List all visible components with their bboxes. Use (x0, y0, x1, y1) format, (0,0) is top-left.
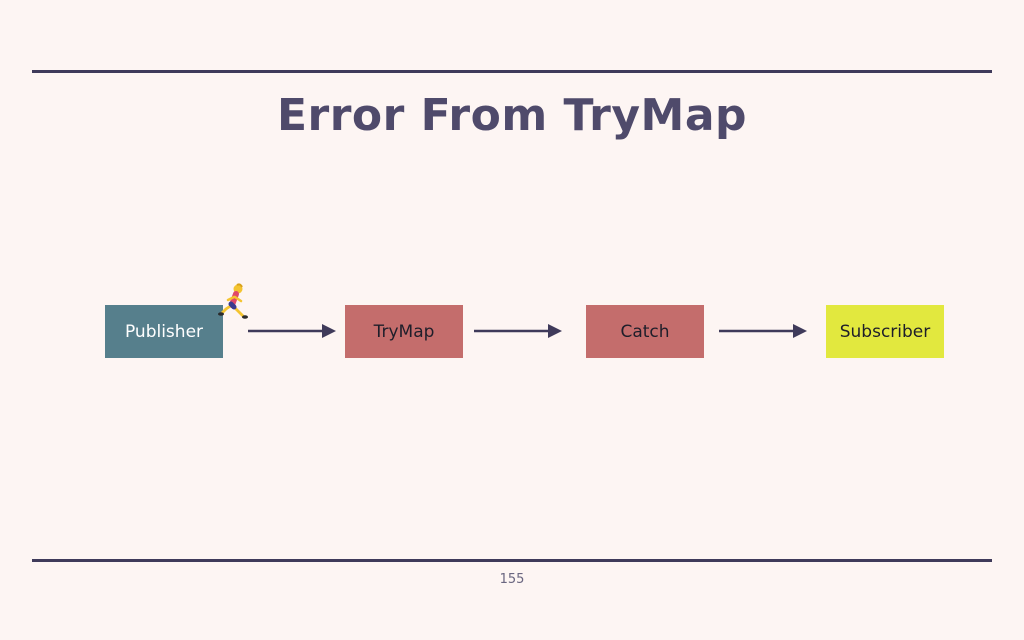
runner-icon (218, 283, 248, 319)
subscriber-label: Subscriber (839, 321, 931, 342)
slide-title: Error From TryMap (276, 90, 748, 141)
catch-label: Catch (620, 321, 670, 342)
publisher-label: Publisher (124, 321, 204, 342)
publisher-node: Publisher (105, 305, 223, 358)
page-number: 155 (499, 572, 525, 587)
catch-node: Catch (586, 305, 704, 358)
trymap-node: TryMap (345, 305, 463, 358)
bottom-divider (32, 559, 992, 562)
arrow-publisher-to-trymap (248, 324, 336, 338)
arrow-trymap-to-catch (474, 324, 562, 338)
top-divider (32, 70, 992, 73)
subscriber-node: Subscriber (826, 305, 944, 358)
arrow-catch-to-subscriber (719, 324, 807, 338)
trymap-label: TryMap (373, 321, 435, 342)
